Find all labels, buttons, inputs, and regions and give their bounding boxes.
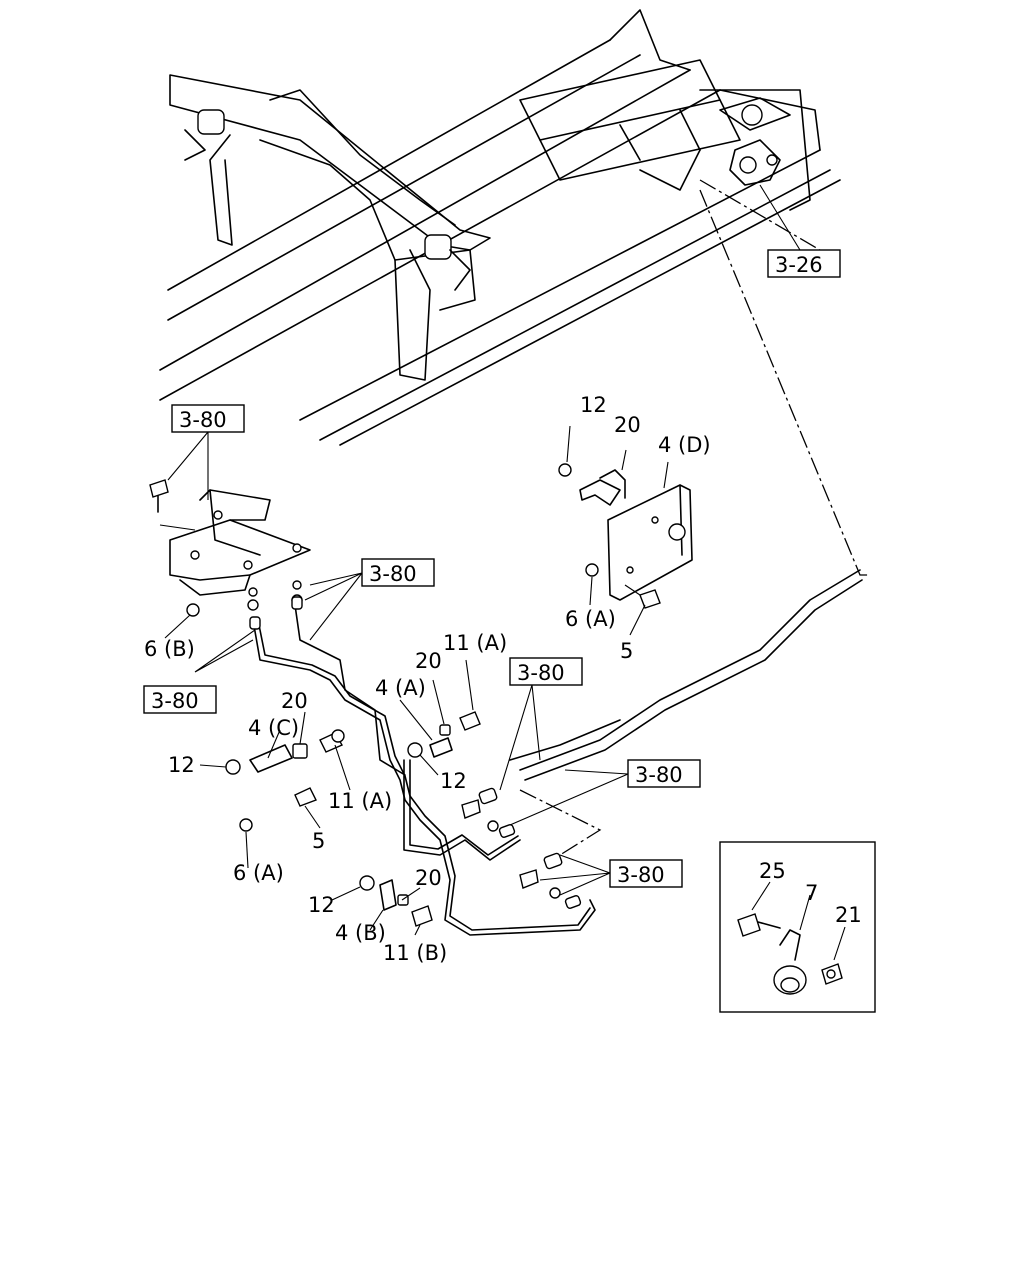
brake-pipes xyxy=(252,569,863,936)
callout-3-80-text: 3-80 xyxy=(179,408,227,432)
part-label-20: 20 xyxy=(415,649,442,673)
part-label-12: 12 xyxy=(440,769,467,793)
callout-3-80-lower: 3-80 xyxy=(609,859,683,888)
part-label-11a: 11 (A) xyxy=(328,789,392,813)
part-label-12: 12 xyxy=(308,893,335,917)
callout-3-80-top-left: 3-80 xyxy=(171,404,245,433)
label-leaders xyxy=(164,425,669,936)
part-label-5: 5 xyxy=(312,829,325,853)
left-mounting-bracket xyxy=(149,479,311,617)
part-label-21: 21 xyxy=(835,903,862,927)
part-label-12: 12 xyxy=(168,753,195,777)
part-label-20: 20 xyxy=(415,866,442,890)
part-label-25: 25 xyxy=(759,859,786,883)
clip-4a xyxy=(407,711,481,758)
chassis-frame xyxy=(159,9,841,446)
part-label-12: 12 xyxy=(580,393,607,417)
part-label-20: 20 xyxy=(281,689,308,713)
callout-3-80-text: 3-80 xyxy=(369,562,417,586)
part-label-11a: 11 (A) xyxy=(443,631,507,655)
callout-3-80-upper-mid: 3-80 xyxy=(361,558,435,587)
part-label-6b: 6 (B) xyxy=(144,637,195,661)
clip-plate-4d xyxy=(558,463,693,609)
part-label-7: 7 xyxy=(805,881,818,905)
callout-3-80-center: 3-80 xyxy=(509,657,583,686)
part-label-4d: 4 (D) xyxy=(658,433,711,457)
part-label-4c: 4 (C) xyxy=(248,716,299,740)
part-label-6a: 6 (A) xyxy=(233,861,284,885)
clip-4c xyxy=(225,729,345,832)
part-label-5: 5 xyxy=(620,639,633,663)
callout-3-26: 3-26 xyxy=(767,249,841,278)
part-label-20: 20 xyxy=(614,413,641,437)
part-label-4a: 4 (A) xyxy=(375,676,426,700)
part-label-6a: 6 (A) xyxy=(565,607,616,631)
part-label-4b: 4 (B) xyxy=(335,921,386,945)
callout-3-80-text: 3-80 xyxy=(517,661,565,685)
detail-inset xyxy=(719,841,876,1013)
callout-3-80-text: 3-80 xyxy=(635,763,683,787)
callout-3-80-text: 3-80 xyxy=(617,863,665,887)
callout-3-80-right: 3-80 xyxy=(627,759,701,788)
part-labels: 12 20 4 (D) 6 (A) 5 6 (B) 11 (A) 20 4 (A… xyxy=(144,393,862,965)
callout-3-26-text: 3-26 xyxy=(775,253,823,277)
part-label-11b: 11 (B) xyxy=(383,941,447,965)
callout-3-80-text: 3-80 xyxy=(151,689,199,713)
fittings xyxy=(247,580,582,909)
callout-3-80-left: 3-80 xyxy=(143,685,217,714)
leader-lines xyxy=(699,184,870,576)
clip-4b xyxy=(359,875,433,927)
